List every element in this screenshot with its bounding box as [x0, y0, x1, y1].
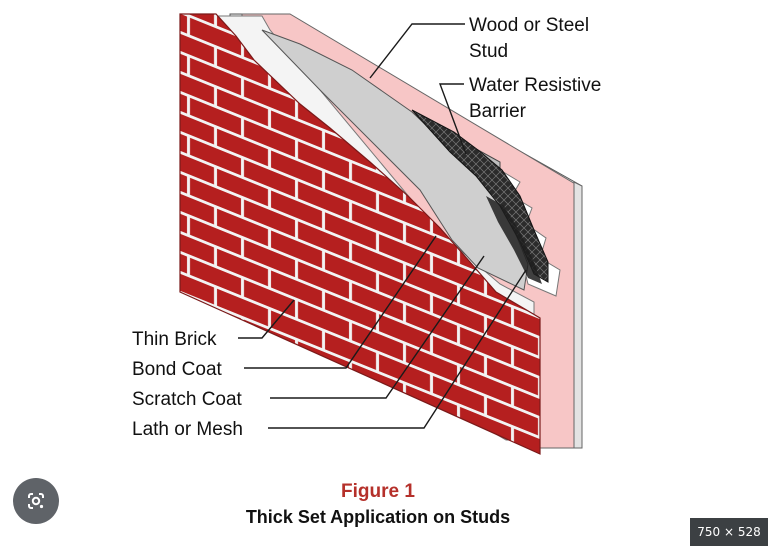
- leader-thin-brick: [238, 299, 295, 339]
- label-scratch-coat: Scratch Coat: [132, 389, 243, 410]
- leader-bond-coat: [244, 235, 437, 369]
- label-wrb-line1: Water Resistive: [469, 75, 601, 96]
- lens-search-button[interactable]: [13, 478, 59, 524]
- lath-mesh-layer: [486, 196, 542, 284]
- label-thin-brick: Thin Brick: [132, 329, 217, 350]
- google-lens-icon: [28, 493, 44, 509]
- leader-scratch-coat: [270, 255, 485, 399]
- figure-subtitle: Thick Set Application on Studs: [246, 507, 510, 527]
- label-lath-mesh: Lath or Mesh: [132, 419, 243, 440]
- leader-lath-mesh: [268, 269, 527, 429]
- label-stud-line1: Wood or Steel: [469, 15, 589, 36]
- leader-wrb: [438, 83, 467, 155]
- thin-brick-panel: [179, 13, 541, 455]
- figure-title: Figure 1: [341, 481, 415, 502]
- label-bond-coat: Bond Coat: [132, 359, 223, 380]
- label-wrb-line2: Barrier: [469, 101, 527, 122]
- scratch-coat-layer: [261, 29, 529, 291]
- leader-stud: [369, 23, 465, 79]
- image-size-badge: 750 × 528: [690, 518, 768, 546]
- label-stud-line2: Stud: [469, 41, 508, 62]
- wall-frame-edge: [573, 181, 583, 449]
